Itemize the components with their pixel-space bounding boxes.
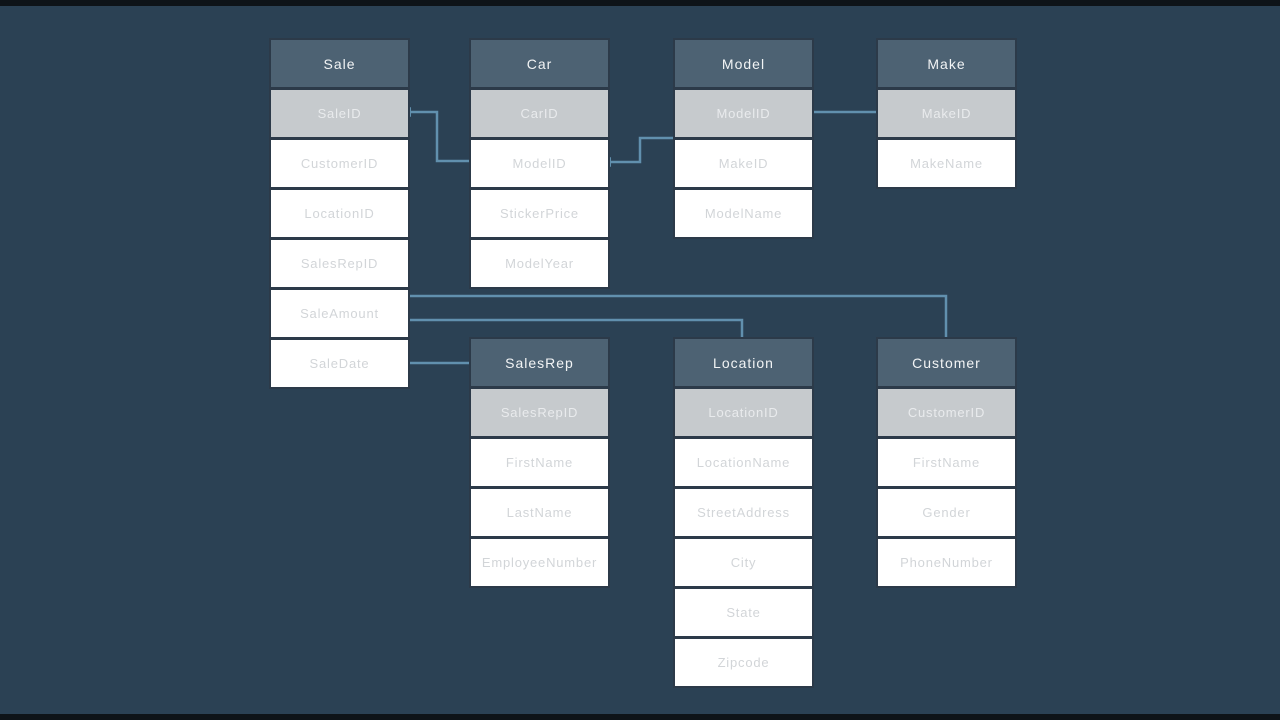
table-location-field-zipcode: Zipcode [675,639,812,686]
table-customer-header: Customer [878,339,1015,386]
letterbox-bottom [0,714,1280,720]
table-sale-field-customerid: CustomerID [271,140,408,187]
table-model-key-modelid: ModelID [675,90,812,137]
table-location-field-city: City [675,539,812,586]
table-location-key-locationid: LocationID [675,389,812,436]
table-sale-field-salesrepid: SalesRepID [271,240,408,287]
table-salesrep: SalesRep SalesRepID FirstName LastName E… [469,337,610,588]
table-location-header: Location [675,339,812,386]
table-salesrep-key-salesrepid: SalesRepID [471,389,608,436]
table-sale: Sale SaleID CustomerID LocationID SalesR… [269,38,410,389]
table-make: Make MakeID MakeName [876,38,1017,189]
table-car-field-stickerprice: StickerPrice [471,190,608,237]
table-salesrep-field-employeenumber: EmployeeNumber [471,539,608,586]
table-sale-field-saledate: SaleDate [271,340,408,387]
table-location-field-streetaddress: StreetAddress [675,489,812,536]
table-model: Model ModelID MakeID ModelName [673,38,814,239]
table-make-field-makename: MakeName [878,140,1015,187]
table-car: Car CarID ModelID StickerPrice ModelYear [469,38,610,289]
relationship-line-sale-car [410,110,469,163]
table-sale-field-saleamount: SaleAmount [271,290,408,337]
table-model-header: Model [675,40,812,87]
table-location-field-locationname: LocationName [675,439,812,486]
table-customer-field-phonenumber: PhoneNumber [878,539,1015,586]
table-make-header: Make [878,40,1015,87]
table-model-field-modelname: ModelName [675,190,812,237]
table-car-header: Car [471,40,608,87]
table-car-field-modelyear: ModelYear [471,240,608,287]
table-customer-field-gender: Gender [878,489,1015,536]
table-location: Location LocationID LocationName StreetA… [673,337,814,688]
table-customer-key-customerid: CustomerID [878,389,1015,436]
table-sale-field-locationid: LocationID [271,190,408,237]
relationship-line-car-model [610,136,673,164]
table-salesrep-field-lastname: LastName [471,489,608,536]
letterbox-top [0,0,1280,6]
relationship-line-sale-location [410,318,744,338]
table-customer: Customer CustomerID FirstName Gender Pho… [876,337,1017,588]
table-sale-key-saleid: SaleID [271,90,408,137]
relationship-line-sale-customer [410,294,948,338]
table-salesrep-header: SalesRep [471,339,608,386]
table-car-key-carid: CarID [471,90,608,137]
table-salesrep-field-firstname: FirstName [471,439,608,486]
table-make-key-makeid: MakeID [878,90,1015,137]
table-customer-field-firstname: FirstName [878,439,1015,486]
table-car-field-modelid: ModelID [471,140,608,187]
table-location-field-state: State [675,589,812,636]
table-sale-header: Sale [271,40,408,87]
table-model-field-makeid: MakeID [675,140,812,187]
